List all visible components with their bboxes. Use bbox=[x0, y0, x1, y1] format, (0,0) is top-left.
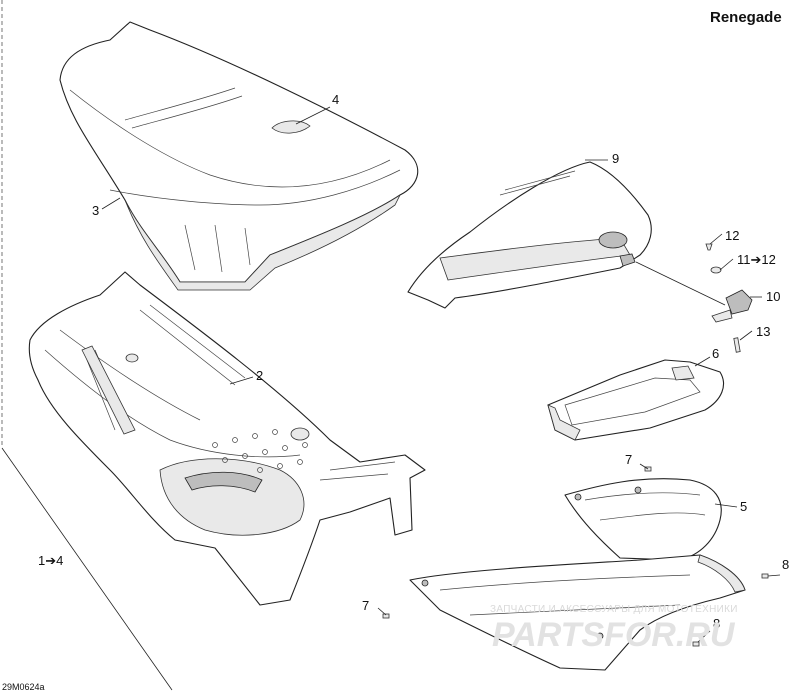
fastener-hardware[interactable] bbox=[705, 243, 753, 353]
callout-12: 12 bbox=[725, 228, 739, 243]
drawing-code: 29M0624a bbox=[2, 682, 45, 692]
seat-part-3[interactable] bbox=[59, 21, 419, 291]
callout-8-lower: 8 bbox=[713, 616, 720, 631]
leader-lines bbox=[101, 106, 781, 643]
callout-11-12: 11➔12 bbox=[737, 252, 776, 267]
callout-4: 4 bbox=[332, 92, 339, 107]
callout-9: 9 bbox=[612, 151, 619, 166]
callout-2: 2 bbox=[256, 368, 263, 383]
callout-3: 3 bbox=[92, 203, 99, 218]
seat-base-part-2[interactable] bbox=[28, 271, 426, 606]
model-title: Renegade bbox=[710, 9, 782, 26]
group-bracket bbox=[1, 0, 173, 691]
rear-tray-part-6[interactable] bbox=[547, 359, 724, 441]
vent-holes bbox=[212, 429, 308, 473]
callout-5: 5 bbox=[740, 499, 747, 514]
callout-10: 10 bbox=[766, 289, 780, 304]
watermark-caption: ЗАПЧАСТИ И АКСЕССУАРЫ ДЛЯ МОТОТЕХНИКИ bbox=[490, 604, 738, 615]
lower-side-panel[interactable] bbox=[409, 554, 746, 671]
rear-cowl-part-9[interactable] bbox=[407, 161, 652, 309]
callout-13: 13 bbox=[756, 324, 770, 339]
callout-1-4: 1➔4 bbox=[38, 553, 63, 568]
callout-7-upper: 7 bbox=[625, 452, 632, 467]
watermark-brand: PARTSFOR.RU bbox=[492, 616, 736, 654]
callout-7-lower: 7 bbox=[362, 598, 369, 613]
side-panel-part-5[interactable] bbox=[564, 478, 722, 561]
callout-6: 6 bbox=[712, 346, 719, 361]
callout-8-right: 8 bbox=[782, 557, 789, 572]
